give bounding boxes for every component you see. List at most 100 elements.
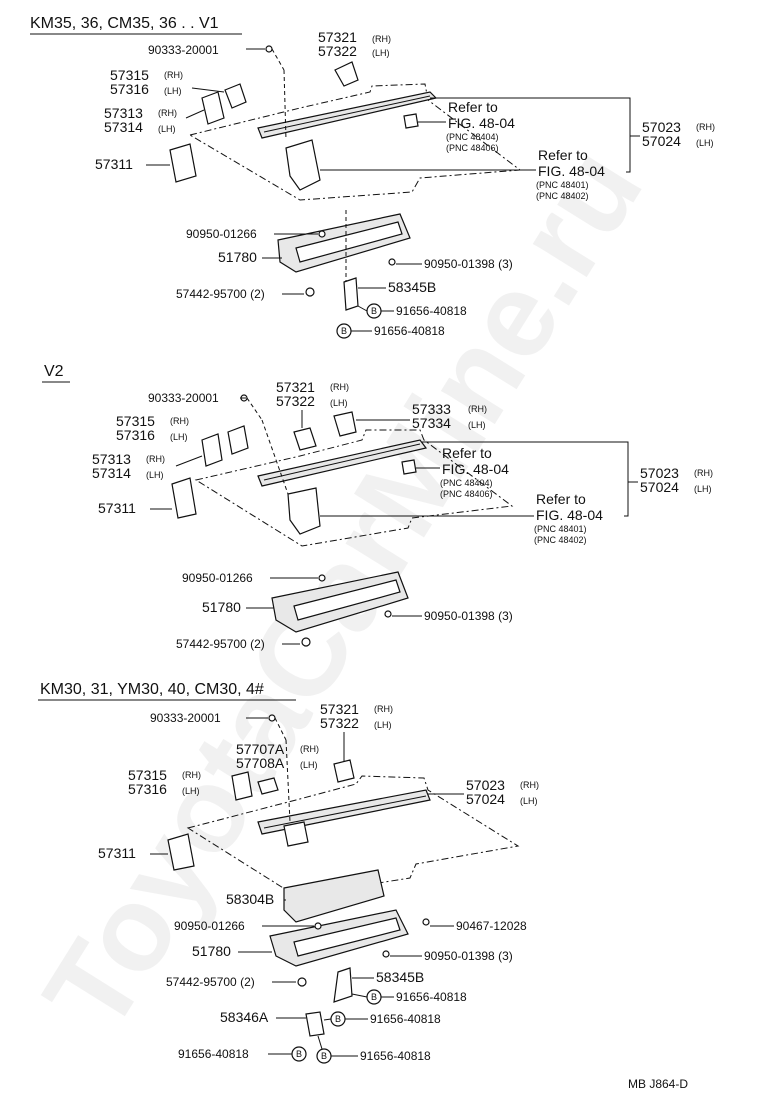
label-lh: (LH) xyxy=(182,786,200,796)
label-rh: (RH) xyxy=(164,70,183,80)
diagram-code: MB J864-D xyxy=(628,1077,688,1091)
leader xyxy=(185,109,205,119)
bracket-57321 xyxy=(334,61,359,87)
label-pnc-48406: (PNC 48406) xyxy=(446,143,499,153)
label-91656-40818-a: 91656-40818 xyxy=(396,990,467,1004)
label-57023: 57023 xyxy=(640,465,679,481)
label-b: B xyxy=(341,326,347,336)
cover-57313 xyxy=(201,91,225,125)
label-57315: 57315 xyxy=(116,413,155,429)
label-90950-01398: 90950-01398 (3) xyxy=(424,949,513,963)
bolt-90333-icon xyxy=(265,45,273,53)
label-57707a: 57707A xyxy=(236,741,285,757)
label-refer-to: Refer to xyxy=(448,99,498,115)
label-lh: (LH) xyxy=(158,124,176,134)
leader xyxy=(283,69,287,141)
label-58345b: 58345B xyxy=(388,279,436,295)
cover-57313 xyxy=(201,433,223,467)
bracket-line xyxy=(422,441,629,517)
clip-90950b-icon xyxy=(388,258,396,266)
label-57023: 57023 xyxy=(642,119,681,135)
label-rh: (RH) xyxy=(300,744,319,754)
seat-rail xyxy=(257,439,428,487)
leader xyxy=(317,1035,323,1050)
label-57322: 57322 xyxy=(320,715,359,731)
bracket-57321 xyxy=(333,759,355,783)
seat-rail-detail xyxy=(263,95,431,133)
label-57708a: 57708A xyxy=(236,755,285,771)
bracket-57333 xyxy=(333,411,357,437)
leader xyxy=(246,397,263,421)
label-91656-40818-d: 91656-40818 xyxy=(360,1049,431,1063)
leader xyxy=(175,455,203,467)
clip-90950-icon xyxy=(314,922,322,930)
label-57313: 57313 xyxy=(92,451,131,467)
label-57334: 57334 xyxy=(412,415,451,431)
label-rh: (RH) xyxy=(330,382,349,392)
hinge-57315 xyxy=(227,425,249,455)
label-rh: (RH) xyxy=(158,108,177,118)
label-90333-20001: 90333-20001 xyxy=(148,43,219,57)
section-v1: KM35, 36, CM35, 36 . . V1 90333-20001 57… xyxy=(30,15,715,339)
label-90467-12028: 90467-12028 xyxy=(456,919,527,933)
label-pnc-48406: (PNC 48406) xyxy=(440,489,493,499)
bracket-center xyxy=(283,821,309,847)
label-rh: (RH) xyxy=(146,454,165,464)
label-57311: 57311 xyxy=(98,500,136,516)
label-pnc-48401: (PNC 48401) xyxy=(536,180,589,190)
label-90950-01266: 90950-01266 xyxy=(182,571,253,585)
label-90333-20001: 90333-20001 xyxy=(150,711,221,725)
label-91656-40818-a: 91656-40818 xyxy=(396,304,467,318)
step-51780-face xyxy=(293,579,401,621)
label-lh: (LH) xyxy=(520,796,538,806)
cover-57311 xyxy=(169,143,197,183)
label-fig-48-04: FIG. 48-04 xyxy=(536,507,603,523)
label-91656-40818-c: 91656-40818 xyxy=(178,1047,249,1061)
bracket-58304b xyxy=(283,869,385,923)
label-57024: 57024 xyxy=(466,791,505,807)
label-lh: (LH) xyxy=(696,138,714,148)
label-b: B xyxy=(296,1049,302,1059)
label-b: B xyxy=(371,992,377,1002)
clip-48404 xyxy=(401,459,417,475)
bolt-b-icon xyxy=(291,1046,307,1062)
label-90950-01398: 90950-01398 (3) xyxy=(424,257,513,271)
clip-48404 xyxy=(403,113,419,129)
bracket-center xyxy=(285,139,321,191)
label-57316: 57316 xyxy=(110,81,149,97)
label-pnc-48402: (PNC 48402) xyxy=(534,535,587,545)
leader xyxy=(351,993,368,998)
hinge-57315 xyxy=(231,771,253,801)
label-rh: (RH) xyxy=(182,770,201,780)
label-fig-48-04: FIG. 48-04 xyxy=(442,461,509,477)
screw-57442-icon xyxy=(305,287,315,297)
label-rh: (RH) xyxy=(694,468,713,478)
label-51780: 51780 xyxy=(192,943,231,959)
cover-57311 xyxy=(171,477,197,519)
label-lh: (LH) xyxy=(146,470,164,480)
clip-90950b-icon xyxy=(384,610,392,618)
label-refer-to: Refer to xyxy=(538,147,588,163)
label-rh: (RH) xyxy=(468,404,487,414)
label-57316: 57316 xyxy=(116,427,155,443)
label-lh: (LH) xyxy=(164,86,182,96)
label-57313: 57313 xyxy=(104,105,143,121)
label-fig-48-04: FIG. 48-04 xyxy=(448,115,515,131)
label-57322: 57322 xyxy=(276,393,315,409)
label-57315: 57315 xyxy=(128,767,167,783)
label-lh: (LH) xyxy=(372,48,390,58)
cover-57311 xyxy=(167,833,195,871)
label-pnc-48401: (PNC 48401) xyxy=(534,524,587,534)
label-rh: (RH) xyxy=(374,704,393,714)
label-refer-to: Refer to xyxy=(536,491,586,507)
label-fig-48-04: FIG. 48-04 xyxy=(538,163,605,179)
bracket-58345b xyxy=(343,277,359,311)
label-rh: (RH) xyxy=(520,780,539,790)
label-b: B xyxy=(371,306,377,316)
section-heading-v2: V2 xyxy=(44,363,64,380)
clip-90950b-icon xyxy=(382,950,390,958)
label-refer-to: Refer to xyxy=(442,445,492,461)
label-57311: 57311 xyxy=(95,156,133,172)
label-57316: 57316 xyxy=(128,781,167,797)
label-pnc-48404: (PNC 48404) xyxy=(440,478,493,488)
